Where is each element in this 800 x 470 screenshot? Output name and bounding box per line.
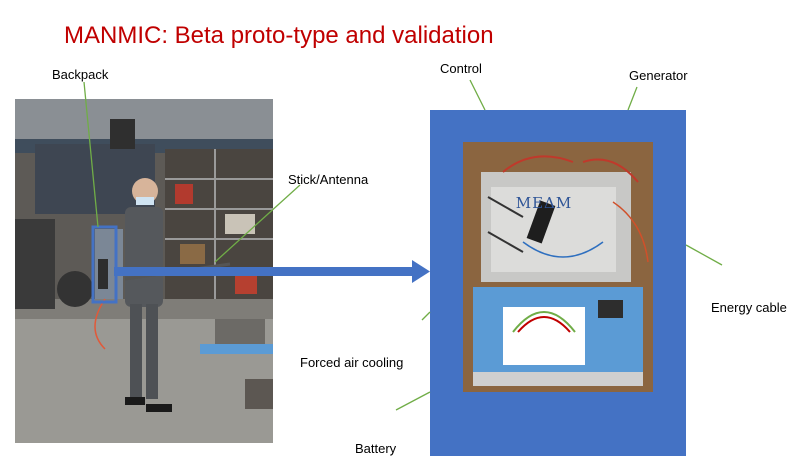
label-generator: Generator [629, 68, 688, 83]
prototype-photo: MEΔM [463, 142, 653, 392]
battery-logo: MEΔM [515, 194, 573, 212]
leader-control [469, 79, 486, 111]
label-backpack: Backpack [52, 67, 109, 82]
workshop-scene [15, 99, 273, 443]
slide-title: MANMIC: Beta proto-type and validation [64, 22, 494, 49]
label-battery: Battery [355, 441, 397, 456]
leader-generator [627, 86, 638, 111]
leader-energy-cable [685, 244, 723, 266]
label-control: Control [440, 61, 482, 76]
label-forced-air-cooling: Forced air cooling [300, 355, 404, 370]
leader-cooling [421, 311, 431, 321]
label-stick-antenna: Stick/Antenna [288, 172, 369, 187]
prototype-frame: MEΔM [430, 110, 686, 456]
prototype-scene [463, 142, 653, 392]
leader-battery [395, 391, 431, 411]
workshop-photo [15, 99, 273, 443]
label-energy-cable: Energy cable [711, 300, 787, 315]
